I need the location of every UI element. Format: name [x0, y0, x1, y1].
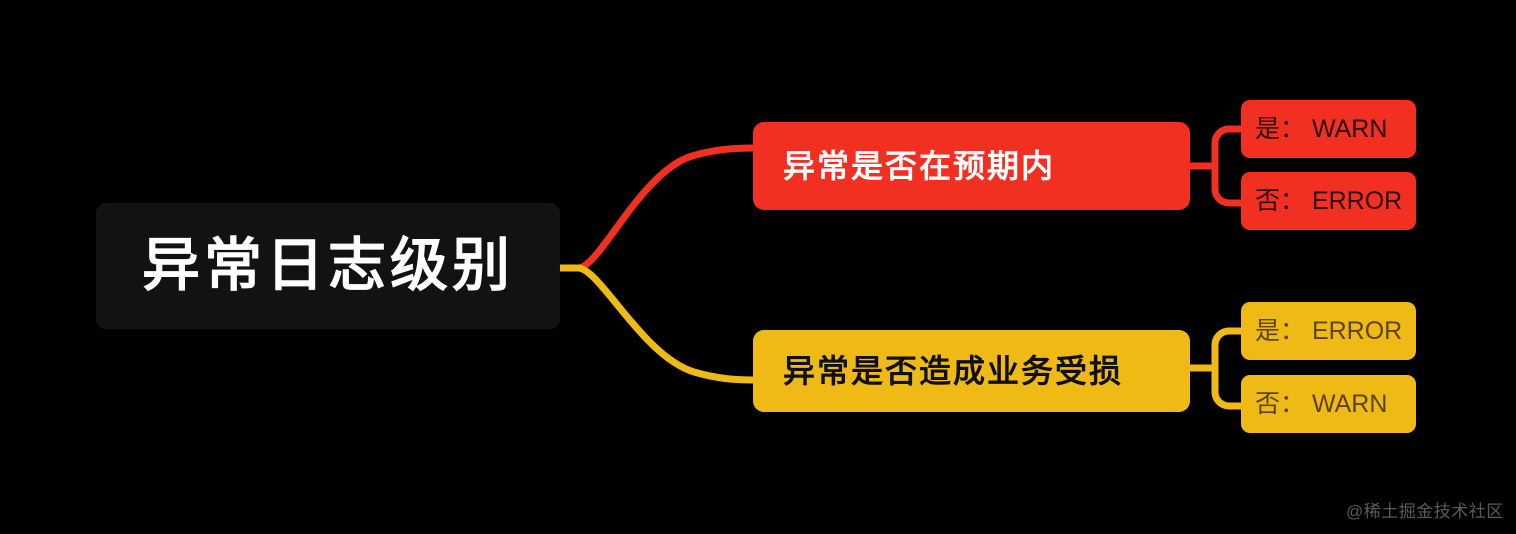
leaf-node-expected-yes[interactable]: 是： WARN: [1241, 100, 1416, 158]
branch-node-expected-label: 异常是否在预期内: [783, 148, 1056, 184]
edge-root-to-expected: [574, 144, 757, 272]
root-node[interactable]: 异常日志级别: [96, 203, 560, 329]
root-node-label: 异常日志级别: [141, 233, 514, 298]
leaf-node-expected-no-label: 否： ERROR: [1255, 186, 1403, 215]
edge-root-to-business-impact: [574, 264, 757, 384]
watermark: @稀土掘金技术社区: [1346, 502, 1504, 521]
branch-node-expected[interactable]: 异常是否在预期内: [753, 122, 1190, 210]
leaf-node-business-impact-no[interactable]: 否： WARN: [1241, 375, 1416, 433]
leaf-node-business-impact-no-label: 否： WARN: [1255, 389, 1388, 418]
branch-node-business-impact-label: 异常是否造成业务受损: [783, 353, 1124, 389]
leaf-node-business-impact-yes-label: 是： ERROR: [1255, 316, 1403, 345]
leaf-node-expected-yes-label: 是： WARN: [1255, 114, 1388, 143]
leaf-node-business-impact-yes[interactable]: 是： ERROR: [1241, 302, 1416, 360]
branch-node-business-impact[interactable]: 异常是否造成业务受损: [753, 330, 1190, 412]
edge-business-impact-bracket: [1211, 327, 1245, 410]
leaf-node-expected-no[interactable]: 否： ERROR: [1241, 172, 1416, 230]
edge-expected-bracket: [1211, 125, 1245, 207]
